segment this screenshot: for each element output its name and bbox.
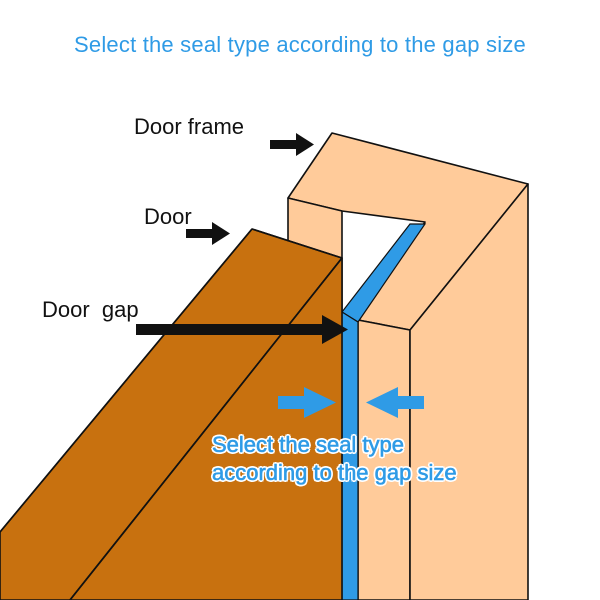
gap-left-arrow — [278, 387, 336, 418]
door-gap-arrow — [136, 315, 348, 344]
door-gap-label: Door gap — [42, 297, 139, 322]
gap-right-arrow — [366, 387, 424, 418]
gap-size-note: Select the seal type according to the ga… — [212, 431, 457, 487]
door-frame-label: Door frame — [134, 114, 245, 139]
page-title: Select the seal type according to the ga… — [74, 32, 526, 57]
door-frame-arrow — [270, 133, 314, 156]
door-shape — [0, 228, 343, 600]
door-arrow — [186, 222, 230, 245]
gap-note-line-2: according to the gap size — [212, 460, 457, 486]
door-label: Door — [144, 204, 192, 229]
gap-note-line-1: Select the seal type — [212, 432, 405, 458]
